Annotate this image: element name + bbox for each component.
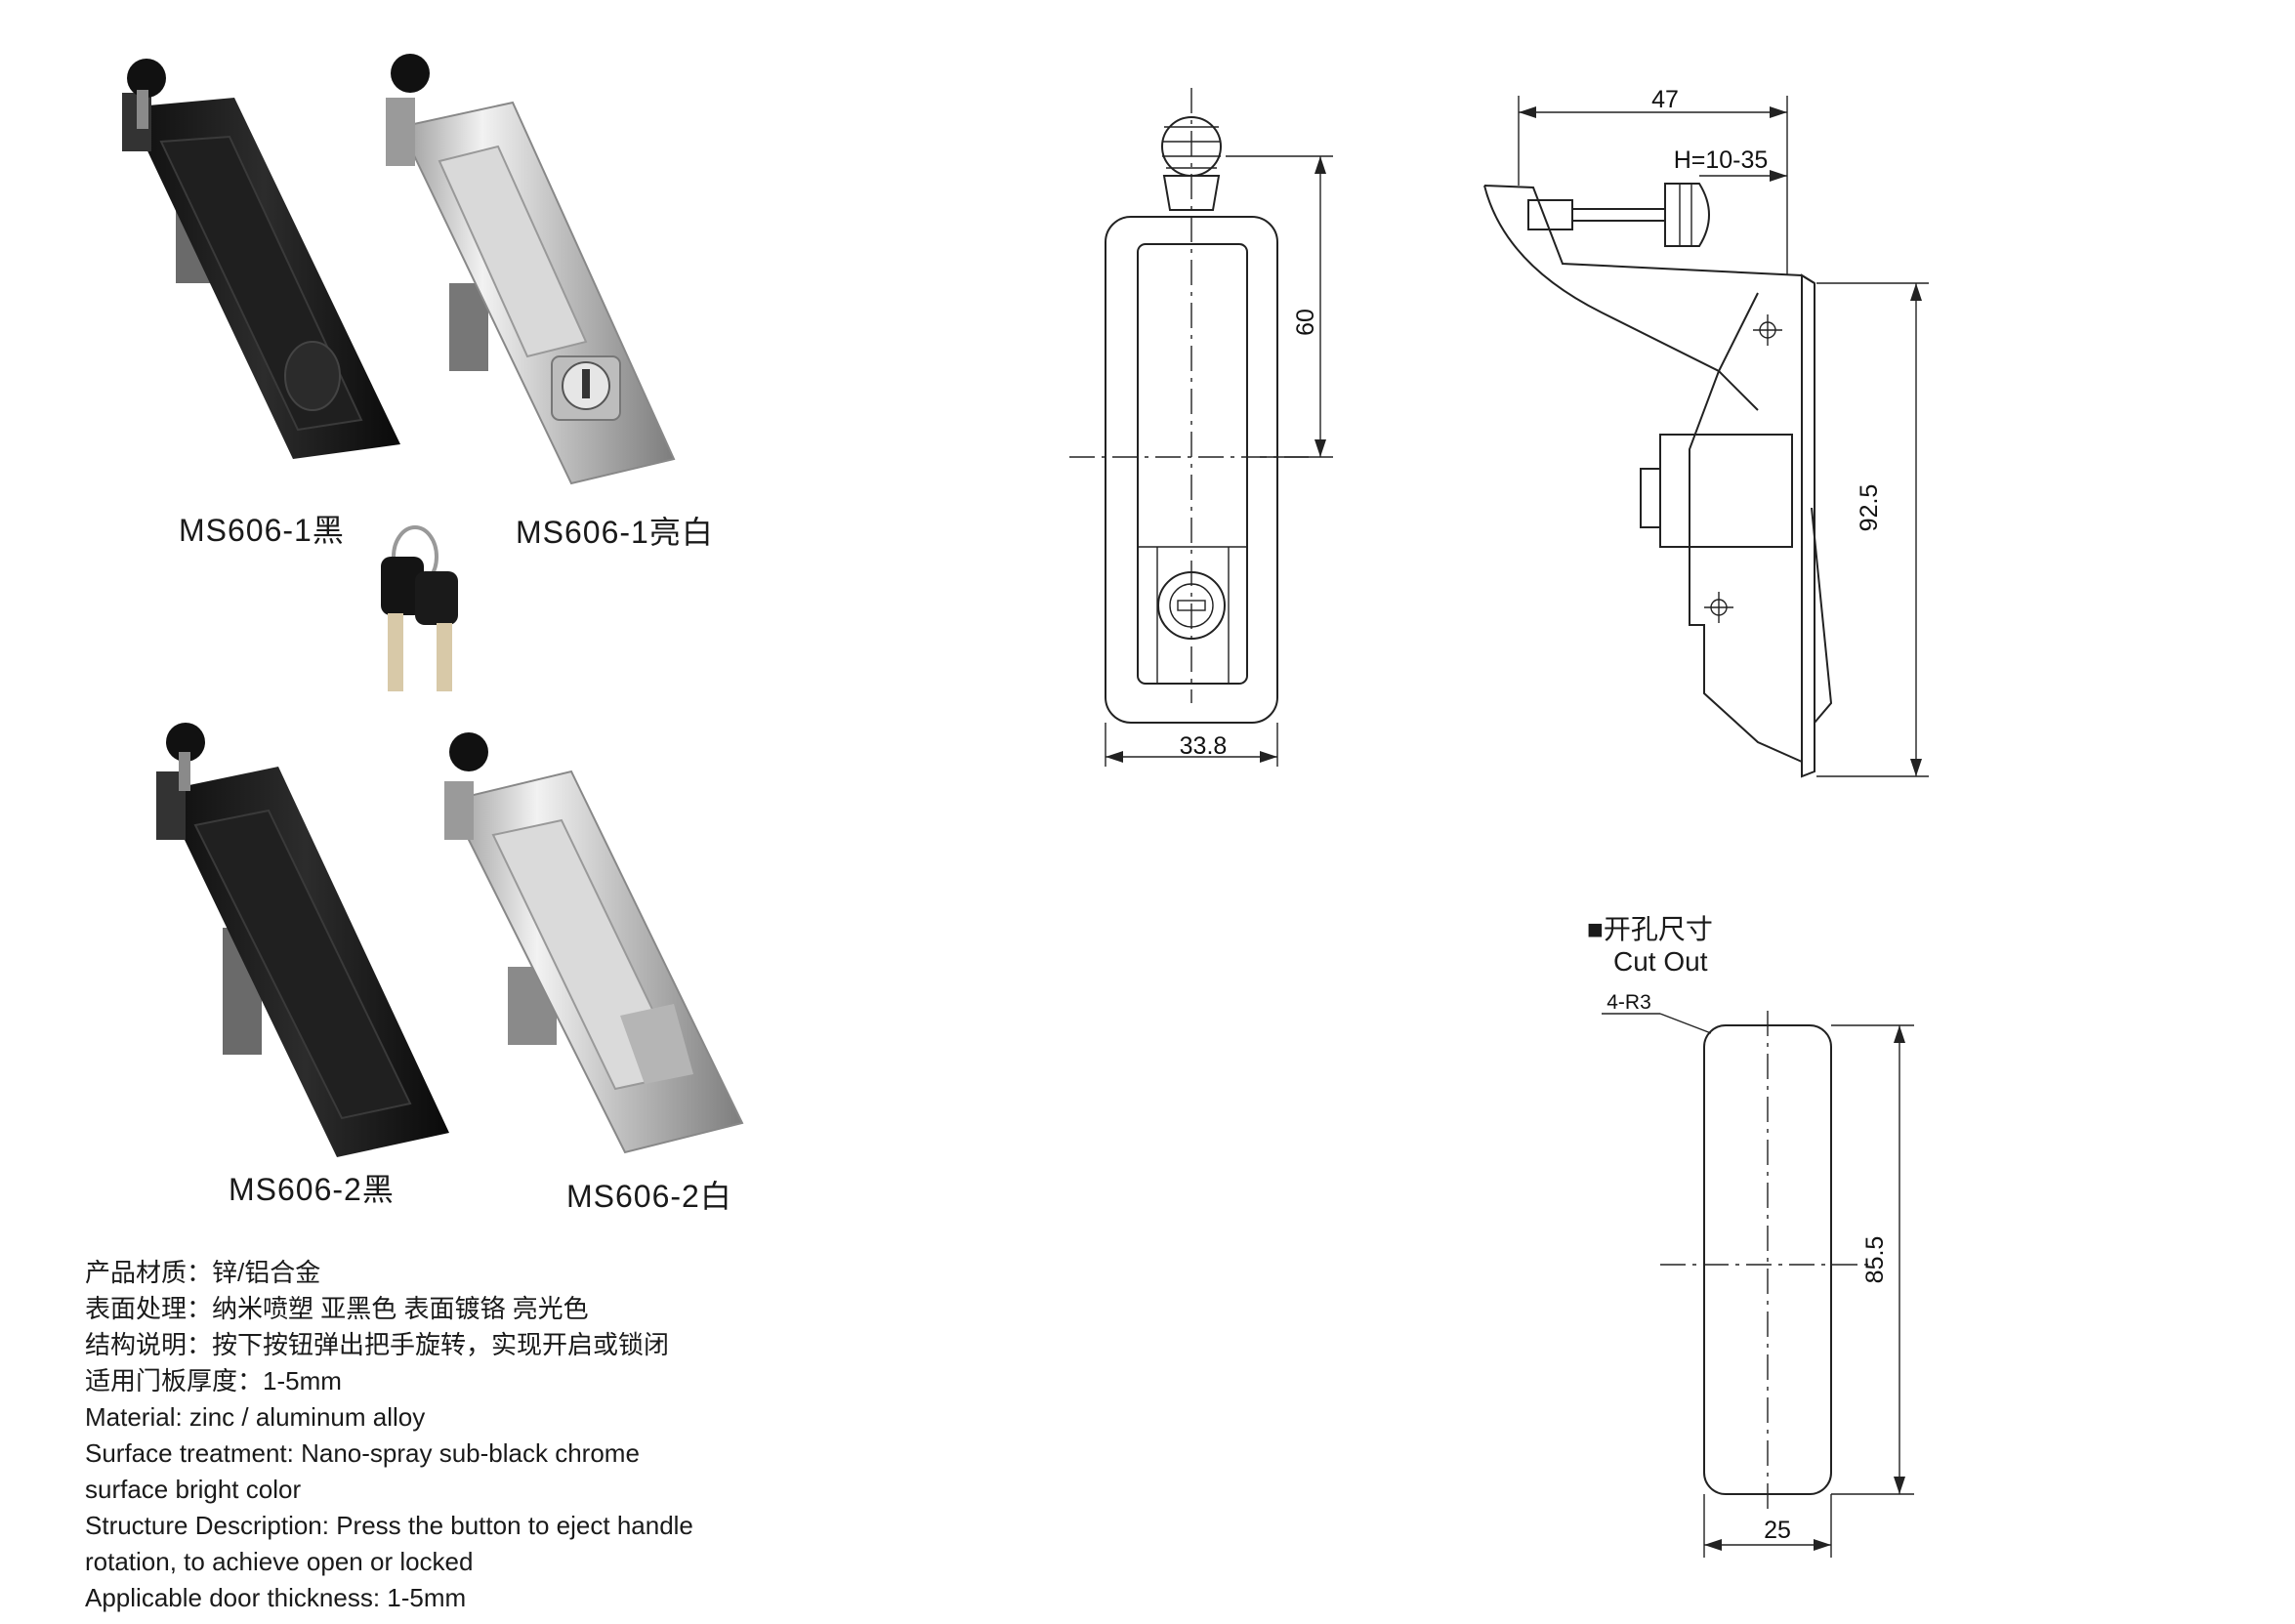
- side-grip-dim: H=10-35: [1674, 146, 1769, 174]
- cutout-radius-dim: 4-R3: [1606, 991, 1651, 1014]
- spec-list: 产品材质：锌/铝合金 表面处理：纳米喷塑 亚黑色 表面镀铬 亮光色 结构说明：按…: [85, 1255, 693, 1616]
- product-label-ms606-1-black: MS606-1黑: [179, 513, 345, 548]
- spec-line: rotation, to achieve open or locked: [85, 1547, 474, 1576]
- cutout-title-cn: ■开孔尺寸: [1587, 914, 1713, 944]
- product-label-ms606-2-black: MS606-2黑: [229, 1172, 395, 1207]
- photo-ms606-1-black: [122, 59, 400, 459]
- cutout-height-dim: 85.5: [1861, 1236, 1889, 1284]
- product-label-ms606-2-white: MS606-2白: [566, 1179, 732, 1214]
- front-width-dim: 33.8: [1180, 732, 1228, 760]
- cutout-title-en: Cut Out: [1613, 946, 1708, 977]
- side-height-dim: 92.5: [1856, 484, 1883, 532]
- cutout-width-dim: 25: [1764, 1517, 1791, 1544]
- photo-ms606-2-black: [156, 723, 449, 1157]
- side-depth-dim: 47: [1651, 86, 1679, 113]
- front-view-drawing: [1069, 88, 1333, 767]
- spec-line: Surface treatment: Nano-spray sub-black …: [85, 1438, 640, 1468]
- spec-line: 表面处理：纳米喷塑 亚黑色 表面镀铬 亮光色: [85, 1294, 589, 1323]
- photo-keys: [381, 525, 458, 691]
- photo-ms606-2-white: [444, 732, 744, 1154]
- front-height-dim: 60: [1292, 309, 1319, 336]
- cutout-drawing: [1602, 1011, 1914, 1558]
- spec-line: Applicable door thickness: 1-5mm: [85, 1583, 467, 1612]
- spec-line: Structure Description: Press the button …: [85, 1511, 693, 1540]
- side-view-drawing: [1483, 96, 1929, 778]
- spec-line: 适用门板厚度：1-5mm: [85, 1366, 342, 1395]
- spec-line: surface bright color: [85, 1475, 302, 1504]
- spec-line: 结构说明：按下按钮弹出把手旋转，实现开启或锁闭: [85, 1330, 670, 1359]
- spec-line: 产品材质：锌/铝合金: [85, 1258, 321, 1287]
- product-label-ms606-1-bright: MS606-1亮白: [516, 515, 714, 550]
- photo-ms606-1-bright: [386, 54, 676, 485]
- spec-line: Material: zinc / aluminum alloy: [85, 1402, 426, 1432]
